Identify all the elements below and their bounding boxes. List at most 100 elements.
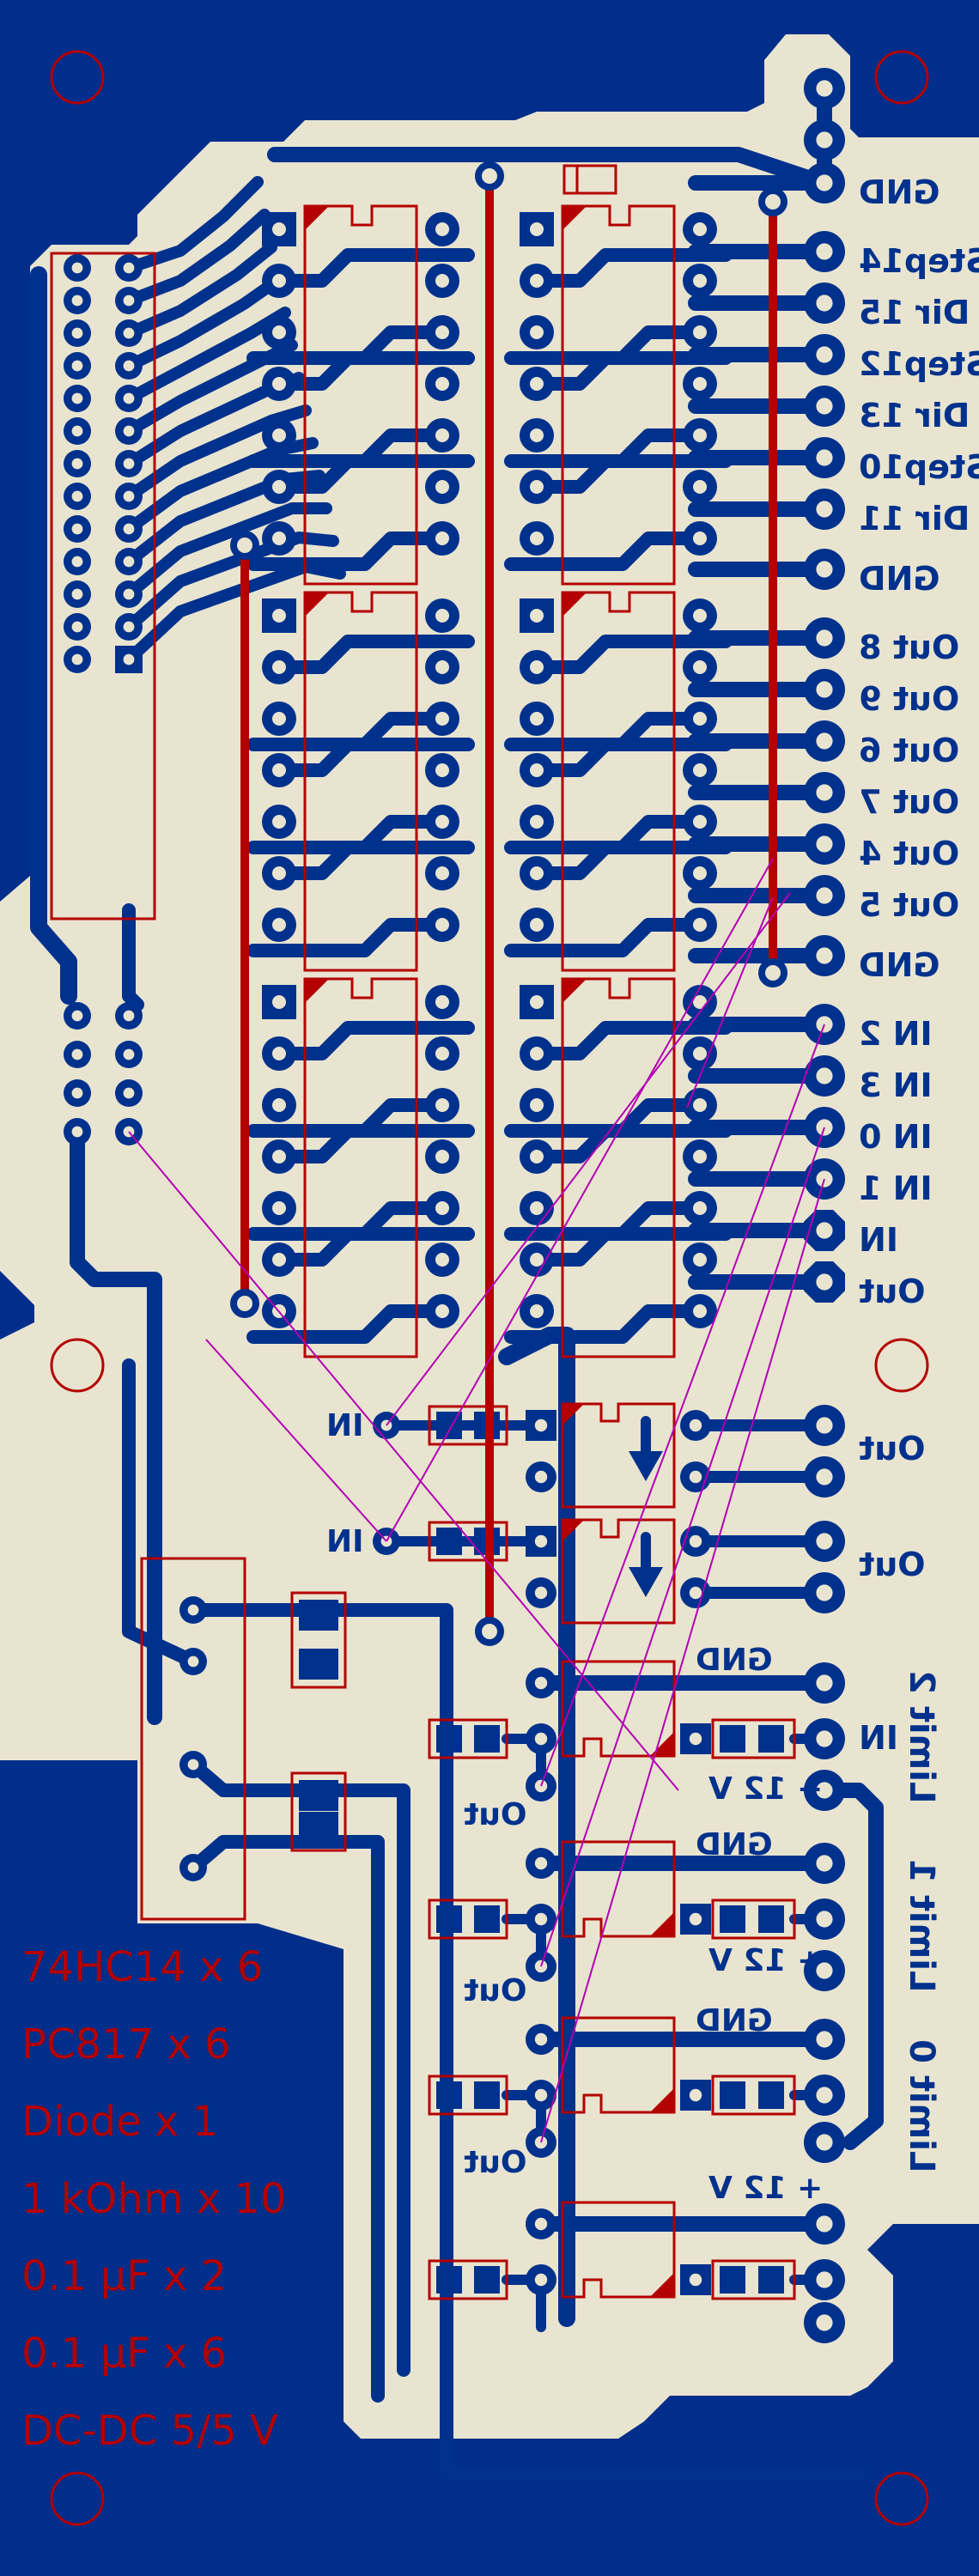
drill-hole [816,2271,833,2288]
drill-hole [272,866,286,880]
connector-label-group: Out 5 [859,886,959,924]
drill-hole [816,1584,833,1601]
smd-pad [436,2266,462,2293]
drill-hole [816,2031,833,2048]
drill-hole [530,274,544,288]
connector-label: IN [859,1221,898,1259]
trace [530,841,733,880]
connector-label: Out [859,1273,926,1310]
drill-hole [435,763,449,777]
drill-hole [272,325,286,339]
connector-label-group: Step14 [859,242,979,280]
header-outline [50,252,156,920]
opto-out-label-group: Out [464,1797,526,1832]
drill-hole [530,763,544,777]
input-label-group: IN [326,1524,364,1559]
smd-pad [720,2266,745,2293]
drill-hole [123,621,135,633]
drill-hole [435,377,449,391]
drill-hole [693,1304,707,1318]
pin1-triangle-icon [562,1520,584,1541]
drill-hole [272,1098,286,1112]
drill-hole [693,1201,707,1215]
pin1-triangle-icon [305,592,329,617]
smd-pad [436,1905,462,1933]
drill-hole [71,360,83,372]
drill-hole [530,532,544,545]
drill-hole [272,274,286,288]
drill-hole [530,377,544,391]
drill-hole [693,1098,707,1112]
drill-hole [816,1533,833,1550]
drill-hole [435,1253,449,1267]
pin1-triangle-icon [562,206,587,230]
opto-out-label: Out [464,1973,526,2008]
drill-hole [71,556,83,568]
drill-hole [693,480,707,494]
drill-hole [534,1676,548,1690]
opto-out-label-group: Out [464,1973,526,2008]
drill-hole [689,1419,702,1432]
copper-pour-right [859,2164,979,2576]
drill-hole [530,660,544,674]
drill-hole [123,1010,135,1022]
bom-line: 0.1 µF x 2 [21,2252,227,2300]
drill-hole [272,377,286,391]
connector-label: GND [859,560,940,598]
limit-name-group: Limit 0 [902,2039,941,2172]
drill-hole [689,2088,702,2102]
ic-74hc14-outline [303,977,418,1358]
opto-out-label: Out [464,2145,526,2180]
ratsnest-line [540,1024,825,1787]
drill-hole [435,1098,449,1112]
drill-hole [272,222,286,236]
drill-hole [530,609,544,623]
drill-hole [530,1047,544,1060]
limit-gnd-label-group: GND [696,2003,773,2038]
drill-hole [71,621,83,633]
limit-vcc-label: + 12 V [708,2171,823,2206]
connector-label: IN 0 [859,1118,933,1156]
smd-pad [474,1905,500,1933]
via [758,958,787,987]
connector-label: IN 1 [859,1170,933,1207]
limit-in-label-group: IN [859,1719,898,1757]
drill-hole [693,660,707,674]
drill-hole [71,1087,83,1099]
relay-out-label: Out [859,1546,926,1583]
drill-hole [71,1010,83,1022]
drill-hole [71,392,83,404]
trace [272,351,475,391]
diode-outline [562,164,617,195]
smd-pad [758,1905,784,1933]
drill-hole [816,1730,833,1747]
mounting-hole-icon [50,50,105,105]
dcdc-outline [140,1557,246,1921]
ic-74hc14-outline [303,204,418,586]
drill-hole [123,360,135,372]
drill-hole [534,1534,548,1548]
connector-label: Dir 15 [859,294,970,331]
drill-hole [71,653,83,665]
drill-hole [693,815,707,829]
drill-hole [530,325,544,339]
limit-gnd-label-group: GND [696,1827,773,1862]
drill-hole [816,398,833,415]
drill-hole [71,1048,83,1060]
connector-label-group: Out 6 [859,732,959,769]
drill-hole [689,1534,702,1548]
drill-hole [816,681,833,698]
trace [530,1227,733,1267]
drill-hole [123,458,135,470]
connector-label-group: Dir 13 [859,397,970,434]
drill-hole [816,1855,833,1872]
bom-line: Diode x 1 [21,2098,218,2146]
drill-hole [816,561,833,578]
connector-label: Out 8 [859,629,959,666]
trace [530,248,733,288]
connector-label-group: Out [859,1273,926,1310]
drill-hole [693,377,707,391]
drill-hole [435,325,449,339]
drill-hole [272,918,286,932]
